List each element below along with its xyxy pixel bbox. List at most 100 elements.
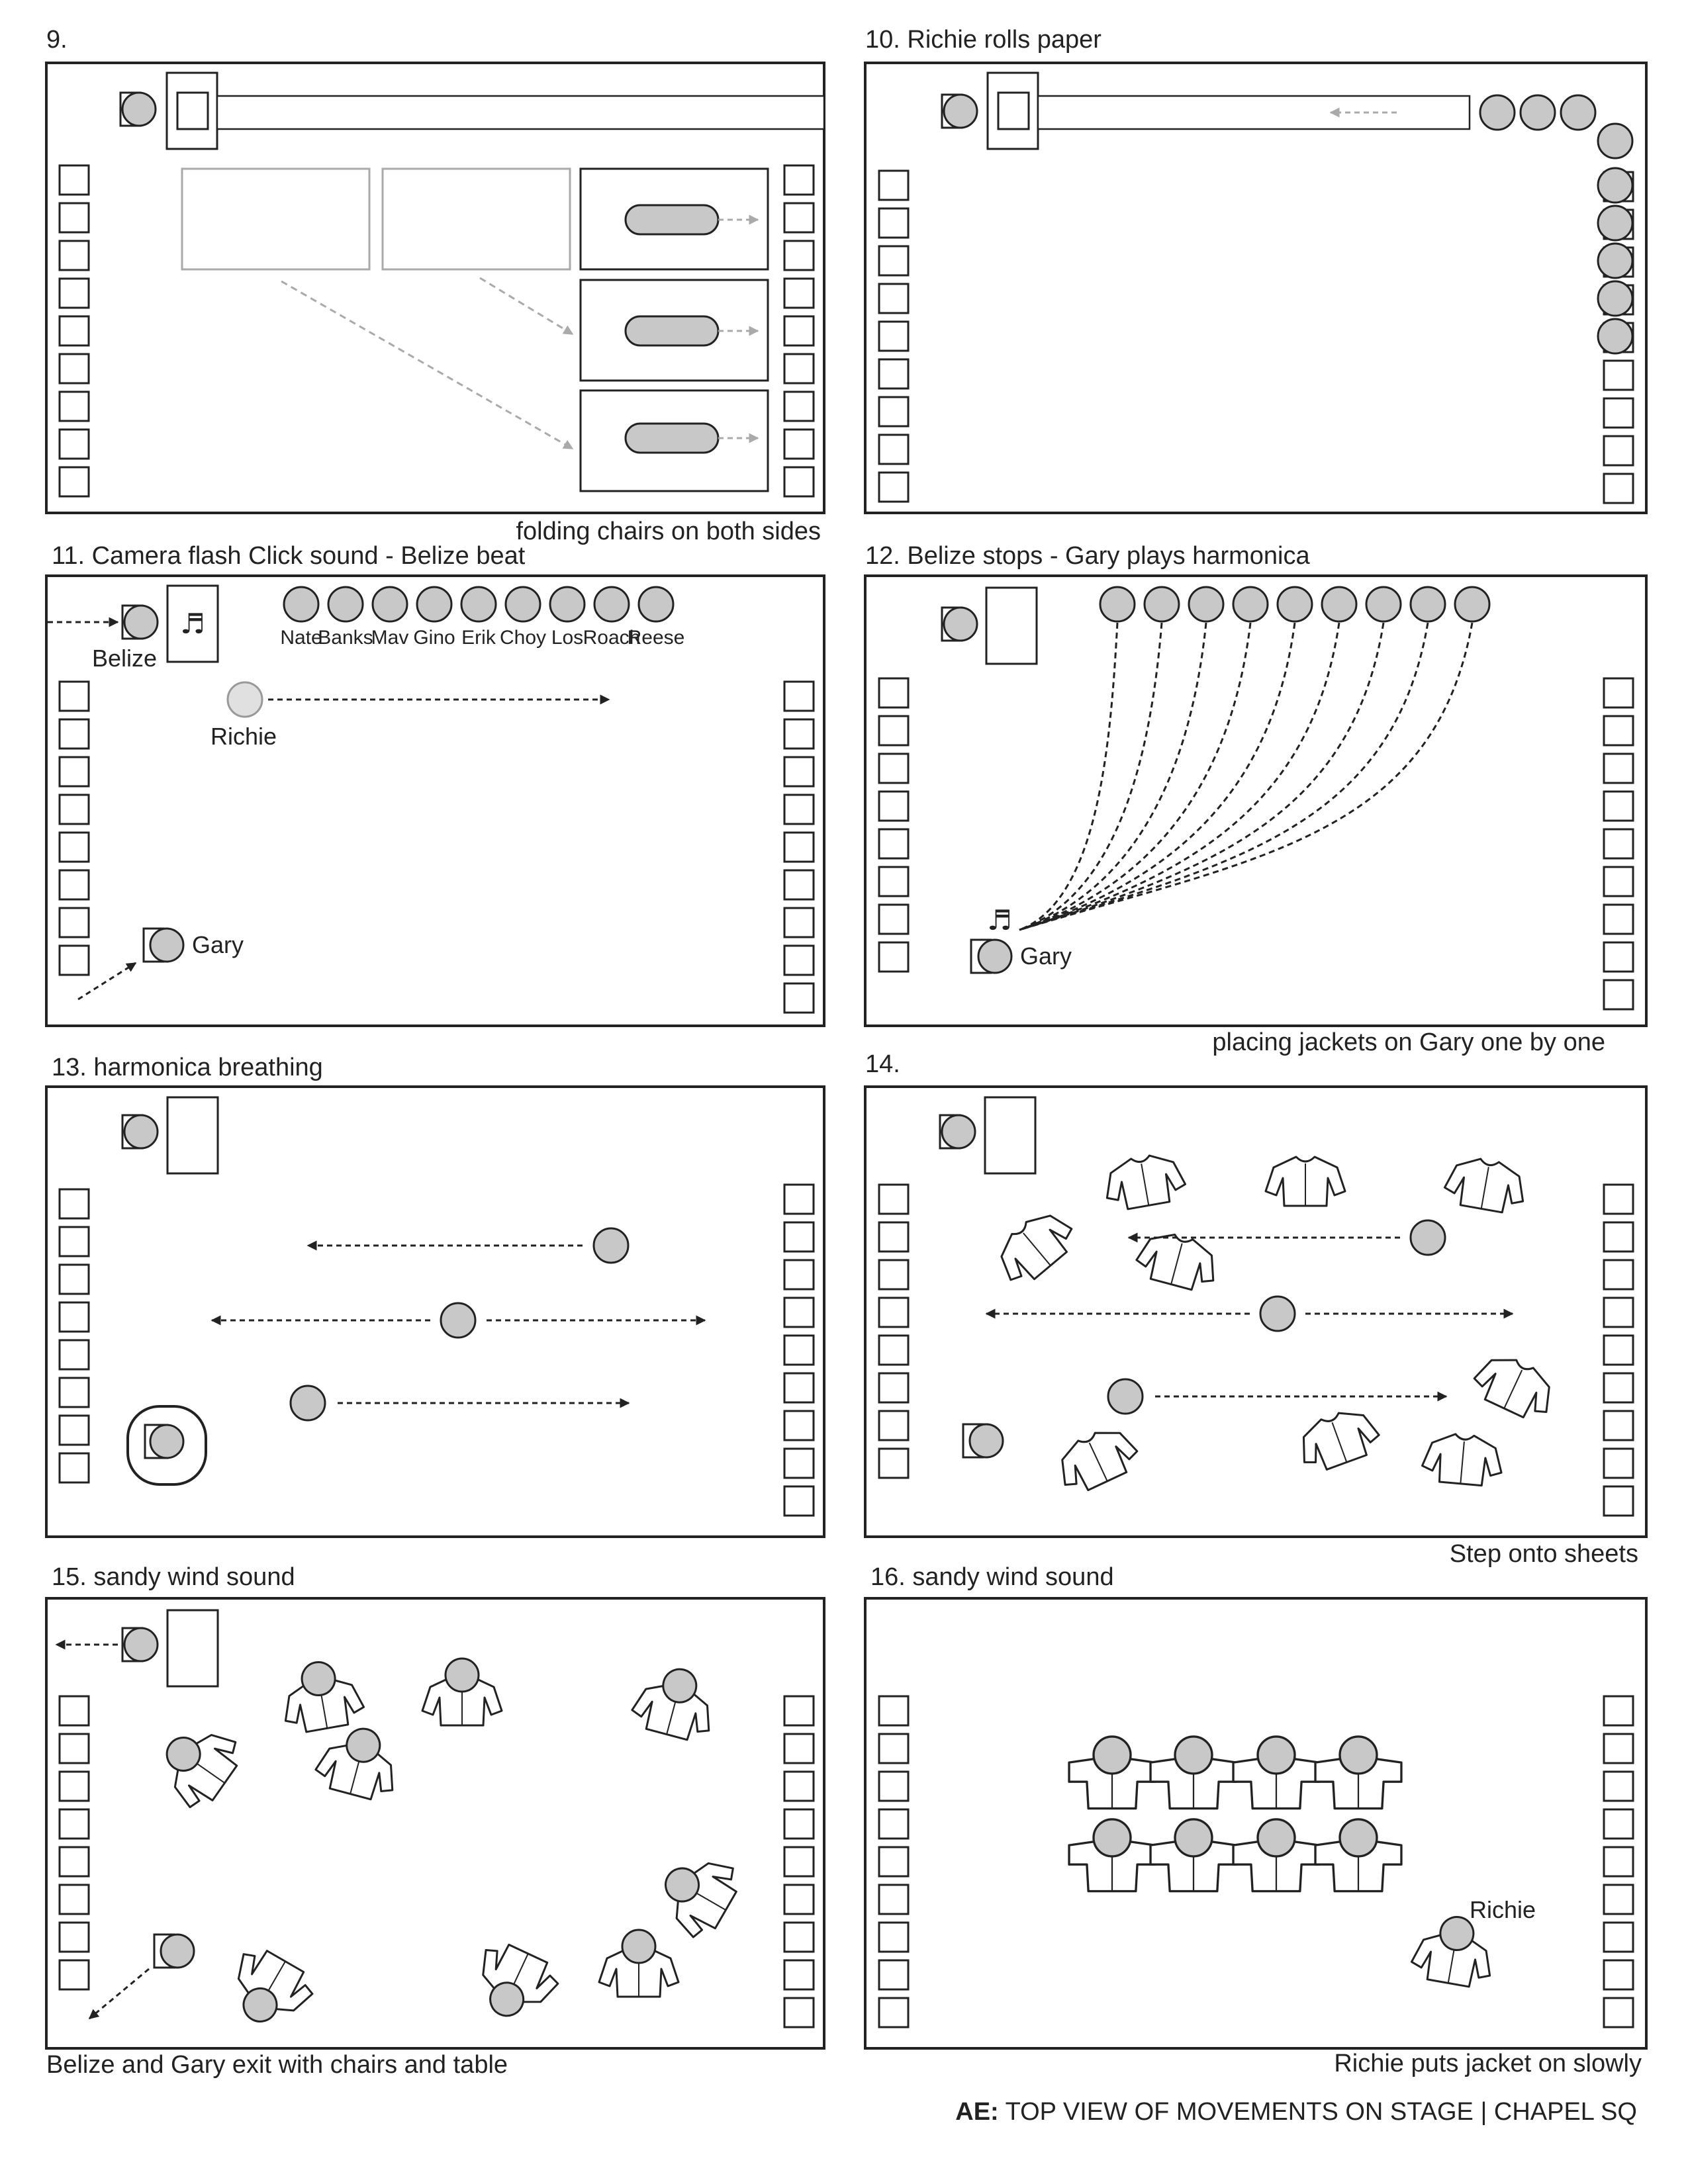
chair-icon [783, 1372, 815, 1404]
chair-icon [783, 718, 815, 750]
chair-icon [1603, 752, 1634, 784]
gary-chair [970, 938, 1013, 974]
left-chairs [878, 677, 910, 973]
person-icon [943, 606, 978, 642]
person-icon [968, 1423, 1004, 1459]
arrow-icon [1019, 622, 1252, 931]
performer-row [1099, 586, 1491, 623]
person-icon [1256, 1818, 1296, 1858]
music-note-icon: ♬ [987, 904, 1012, 936]
chair-icon [1603, 1485, 1634, 1517]
chair-icon [1603, 1372, 1634, 1404]
paper-sheet [216, 95, 825, 130]
person-in-jacket [284, 1661, 365, 1733]
chair-icon [878, 941, 910, 973]
chair-icon [783, 164, 815, 196]
panel-9-note: folding chairs on both sides [516, 518, 821, 545]
chair-icon [878, 471, 910, 503]
chair-icon [58, 353, 90, 385]
chair-icon [1603, 397, 1634, 429]
chair-icon [783, 1846, 815, 1878]
chair-icon [1603, 1733, 1634, 1764]
person-in-jacket [665, 1862, 737, 1938]
belize-chair [939, 1114, 976, 1150]
arrow-icon [88, 1968, 150, 2020]
chair-icon [1603, 1334, 1634, 1366]
chair-icon [1603, 1846, 1634, 1878]
person-icon [1338, 1735, 1378, 1775]
person-icon [592, 1227, 630, 1264]
chair-icon [58, 1921, 90, 1953]
performer-line [1479, 94, 1634, 355]
chair-icon [878, 207, 910, 239]
ghost-paper [181, 167, 371, 271]
chair-icon [878, 1884, 910, 1915]
chair-icon [1603, 473, 1634, 504]
chair-icon [1603, 903, 1634, 935]
chair-icon [1603, 715, 1634, 747]
chair-icon [783, 680, 815, 712]
richie-label: Richie [211, 723, 277, 750]
chair-icon [783, 428, 815, 460]
person-icon [1092, 1735, 1132, 1775]
paper-sheet [1037, 95, 1471, 130]
belize-chair [941, 93, 978, 129]
person-in-jacket [482, 1943, 559, 2017]
chair-icon [878, 169, 910, 201]
table [166, 584, 219, 663]
left-chairs [58, 164, 90, 498]
chair-icon [58, 1452, 90, 1484]
person-icon [165, 1736, 201, 1772]
chair-icon [1603, 1959, 1634, 1991]
person-icon [1365, 586, 1402, 623]
person-icon [123, 1627, 159, 1662]
right-chairs [783, 1695, 815, 2028]
chair-icon [58, 1301, 90, 1333]
chair-icon [1603, 1695, 1634, 1727]
chair-icon [1603, 1921, 1634, 1953]
chair-icon [878, 790, 910, 822]
panel-9: 9. folding chairs on both sides [45, 26, 825, 545]
chair-icon [58, 277, 90, 309]
chair-icon [878, 1733, 910, 1764]
arrow-icon [1019, 622, 1207, 931]
paper-sheets [579, 167, 769, 492]
footer-title: AE: TOP VIEW OF MOVEMENTS ON STAGE | CHA… [955, 2098, 1637, 2126]
chair-icon [58, 1808, 90, 1840]
chair-icon [878, 1372, 910, 1404]
chair-icon [1603, 435, 1634, 467]
chair-icon [58, 1770, 90, 1802]
chair-icon [58, 1226, 90, 1257]
panel-15-title: 15. sandy wind sound [52, 1563, 295, 1591]
chair-icon [878, 866, 910, 897]
chair-icon [58, 831, 90, 863]
chair-icon [1603, 1770, 1634, 1802]
gary-chair [142, 927, 185, 963]
person-icon [301, 1661, 336, 1697]
chair-icon [878, 677, 910, 709]
chair-icon [878, 1259, 910, 1291]
person-in-jacket [421, 1657, 503, 1727]
table [984, 1096, 1037, 1175]
chair-icon [878, 1410, 910, 1441]
person-icon [1256, 1735, 1296, 1775]
panel-10-title: 10. Richie rolls paper [865, 26, 1102, 54]
chair-icon [783, 1221, 815, 1253]
performer-name: Mav [371, 627, 409, 649]
jacket-icon [1000, 1214, 1073, 1281]
arrow-icon [1019, 622, 1429, 931]
person-in-jacket [1149, 1818, 1238, 1893]
performer-choy [504, 586, 541, 623]
stage-outline [45, 62, 825, 514]
person-in-jacket [1068, 1818, 1156, 1893]
chair-icon [878, 283, 910, 314]
person-icon [1454, 586, 1491, 623]
right-chairs [783, 164, 815, 498]
person-icon [1188, 586, 1225, 623]
chair-icon [878, 1447, 910, 1479]
panel-15-note: Belize and Gary exit with chairs and tab… [46, 2051, 508, 2079]
chair-icon [878, 1183, 910, 1215]
chair-icon [783, 1733, 815, 1764]
performer-name: Choy [500, 627, 546, 649]
